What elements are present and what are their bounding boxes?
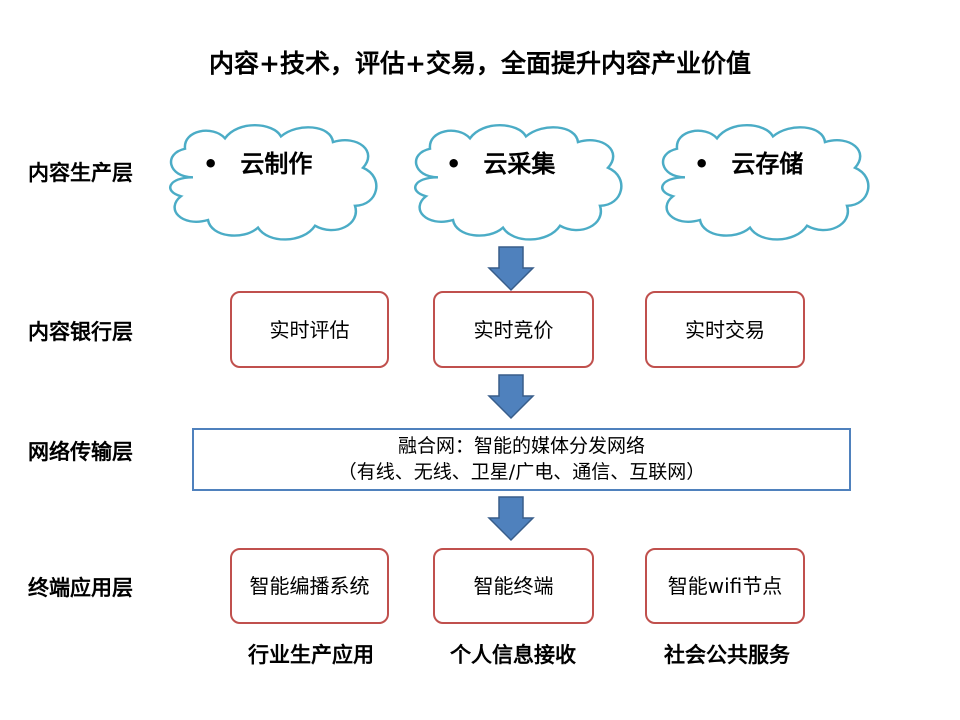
layer-label-terminal: 终端应用层 xyxy=(28,576,133,600)
layer-label-production: 内容生产层 xyxy=(28,161,133,185)
cloud-shape-2 xyxy=(413,123,623,241)
terminal-box-device: 智能终端 xyxy=(433,548,594,624)
caption-personal: 个人信息接收 xyxy=(450,643,576,667)
terminal-box-wifi: 智能wifi节点 xyxy=(645,548,805,624)
cloud-label-1: 云制作 xyxy=(240,150,313,178)
terminal-box-broadcast: 智能编播系统 xyxy=(230,548,389,624)
bullet-marker: • xyxy=(203,150,219,178)
bank-box-evaluate: 实时评估 xyxy=(230,291,389,368)
cloud-label-3: 云存储 xyxy=(731,150,804,178)
bullet-marker: • xyxy=(694,150,710,178)
down-arrow-icon xyxy=(487,246,535,292)
diagram-title: 内容+技术，评估+交易，全面提升内容产业价值 xyxy=(209,49,751,78)
caption-industry: 行业生产应用 xyxy=(248,643,374,667)
clouds-layer xyxy=(168,123,870,241)
cloud-item-2: • 云采集 xyxy=(446,144,555,179)
bank-box-bidding: 实时竞价 xyxy=(433,291,594,368)
network-box-line2: （有线、无线、卫星/广电、通信、互联网） xyxy=(337,461,706,483)
layer-label-bank: 内容银行层 xyxy=(28,320,133,344)
network-box-line1: 融合网：智能的媒体分发网络 xyxy=(397,435,645,457)
cloud-item-3: • 云存储 xyxy=(694,144,803,179)
network-box: 融合网：智能的媒体分发网络 （有线、无线、卫星/广电、通信、互联网） xyxy=(192,428,851,491)
down-arrow-icon xyxy=(487,496,535,542)
cloud-shape-3 xyxy=(660,123,870,241)
down-arrow-icon xyxy=(487,374,535,420)
layer-label-network: 网络传输层 xyxy=(28,440,133,464)
caption-public: 社会公共服务 xyxy=(664,643,790,667)
cloud-shape-1 xyxy=(168,123,378,241)
cloud-label-2: 云采集 xyxy=(483,150,556,178)
cloud-item-1: • 云制作 xyxy=(203,144,312,179)
bullet-marker: • xyxy=(446,150,462,178)
bank-box-trade: 实时交易 xyxy=(645,291,805,368)
